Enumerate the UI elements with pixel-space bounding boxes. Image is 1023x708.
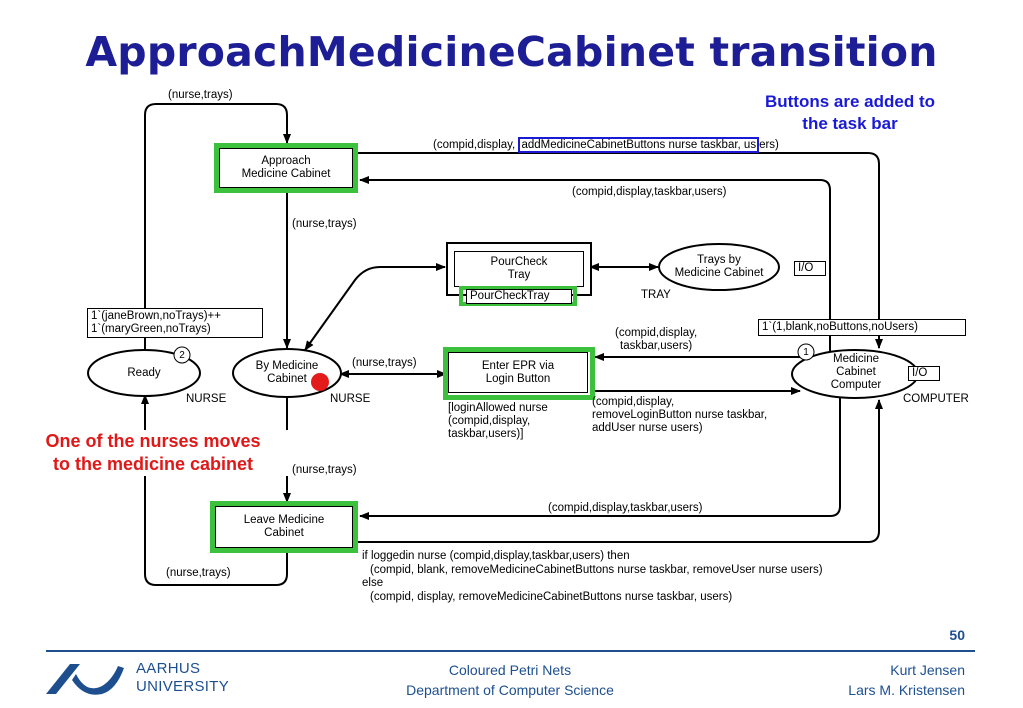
footer-center-2: Department of Computer Science [406,682,614,698]
by-cabinet-label-2: Cabinet [267,373,307,385]
place-trays [658,243,780,291]
page-number: 50 [949,627,965,643]
footer-divider [46,650,975,652]
computer-type: COMPUTER [903,393,969,405]
arc-label-computer-to-enter: (compid,display, taskbar,users) [615,327,697,353]
footer-authors: Kurt Jensen Lars M. Kristensen [848,660,965,700]
note-red-2: to the medicine cabinet [52,454,254,474]
trays-label-2: Medicine Cabinet [674,267,764,279]
ready-marking: 1`(janeBrown,noTrays)++ 1`(maryGreen,noT… [87,308,263,338]
computer-count-circle [797,343,815,361]
computer-count: 1 [803,347,809,358]
arc-ready-to-approach [144,103,291,352]
approach-label-2: Medicine Cabinet [241,168,331,180]
trays-io: I/O [794,261,826,276]
footer-right-2: Lars M. Kristensen [848,682,965,698]
note-blue-2: the task bar [802,114,898,133]
arc-label-leave-to-ready: (nurse,trays) [166,567,231,579]
arc-computer-to-leave [359,396,841,520]
arc-label-approach-to-computer: (compid,display, addMedicineCabinetButto… [433,137,779,153]
pourcheck-tag: PourCheckTray [466,289,572,304]
footer-course: Coloured Petri Nets Department of Comput… [360,660,660,700]
arc-label-leave-to-computer: if loggedin nurse (compid,display,taskba… [362,550,823,604]
enter-guard-3: taskbar,users)] [448,428,524,440]
enter-label-2: Login Button [485,372,551,385]
transition-enter-highlight [443,347,595,400]
place-ready [87,349,201,397]
uni-line1: AARHUS [136,660,201,677]
enter-guard-1: [loginAllowed nurse [448,402,548,414]
place-by-cabinet-label: By Medicine Cabinet [247,360,327,386]
arc-label-a2c-highlight: addMedicineCabinetButtons nurse taskbar,… [518,137,760,153]
l2c-line3: else [362,577,384,589]
ready-marking-2: 1`(maryGreen,noTrays) [91,323,211,335]
ready-count: 2 [179,350,185,361]
place-computer-label: Medicine Cabinet Computer [815,353,897,392]
by-cabinet-type: NURSE [330,393,371,405]
computer-label-3: Computer [830,379,882,391]
trays-label-1: Trays by [697,254,741,266]
l2c-line4: (compid, display, removeMedicineCabinetB… [370,590,733,603]
pourcheck-tag-highlight [459,286,577,306]
computer-marking: 1`(1,blank,noButtons,noUsers) [758,319,966,336]
uni-line2: UNIVERSITY [136,678,230,695]
enter-guard-2: (compid,display, [448,415,531,427]
enter-guard: [loginAllowed nurse (compid,display, tas… [448,402,548,441]
arc-label-a2c-suffix: ers) [759,139,779,151]
ready-count-circle [173,346,191,364]
note-red-1: One of the nurses moves [45,431,261,451]
arc-computer-to-approach [359,176,831,352]
arc-leave-to-computer [357,399,883,543]
arc-label-computer-to-leave: (compid,display,taskbar,users) [548,502,703,514]
ready-type: NURSE [186,393,227,405]
arc-label-enter-to-computer: (compid,display, removeLoginButton nurse… [592,396,767,435]
arc-leave-to-ready [141,394,288,586]
arc-label-by-to-enter: (nurse,trays) [352,357,417,369]
arc-label-approach-to-by: (nurse,trays) [292,218,357,230]
arc-label-by-to-leave: (nurse,trays) [292,464,357,476]
arc-by-to-pourcheck [304,263,446,351]
ready-marking-1: 1`(janeBrown,noTrays)++ [91,310,221,322]
computer-label-1: Medicine [832,353,880,365]
c2e-line2: taskbar,users) [620,340,693,352]
trays-type: TRAY [641,289,671,301]
note-buttons-added: Buttons are added to the task bar [730,91,970,135]
place-trays-label: Trays by Medicine Cabinet [669,254,769,280]
aarhus-logo-icon [46,664,124,695]
note-nurse-moves: One of the nurses moves to the medicine … [18,430,288,476]
c2e-line1: (compid,display, [615,327,698,339]
arc-label-computer-to-approach: (compid,display,taskbar,users) [572,186,727,198]
transition-leave[interactable]: Leave Medicine Cabinet [215,506,353,548]
enter-label-1: Enter EPR via [481,359,555,372]
note-blue-1: Buttons are added to [764,92,935,111]
transition-enter-epr[interactable]: Enter EPR via Login Button [448,352,588,393]
university-name: AARHUS UNIVERSITY [136,660,229,696]
leave-label-1: Leave Medicine [243,514,325,526]
transition-leave-highlight [210,501,358,553]
l2c-line1: if loggedin nurse (compid,display,taskba… [362,550,630,562]
arc-label-a2c-prefix: (compid,display, [433,139,516,151]
leave-label-2: Cabinet [264,527,304,539]
pourcheck-label-2: Tray [507,269,531,281]
slide-title: ApproachMedicineCabinet transition [85,28,938,76]
transition-approach-highlight [214,143,358,193]
approach-label-1: Approach [261,155,311,167]
pourcheck-label-1: PourCheck [490,256,548,268]
place-ready-label: Ready [127,367,161,379]
footer-right-1: Kurt Jensen [890,662,965,678]
e2c-line2: removeLoginButton nurse taskbar, [592,409,768,421]
footer-center-1: Coloured Petri Nets [448,662,572,678]
computer-label-2: Cabinet [836,366,876,378]
e2c-line3: addUser nurse users) [592,422,703,434]
computer-io: I/O [908,366,940,381]
by-cabinet-label-1: By Medicine [255,360,319,372]
arc-approach-to-computer [357,152,883,349]
l2c-line2: (compid, blank, removeMedicineCabinetBut… [370,563,823,576]
transition-approach[interactable]: Approach Medicine Cabinet [219,148,353,188]
e2c-line1: (compid,display, [592,396,675,408]
moving-token [311,373,329,391]
arc-label-top-nurse: (nurse,trays) [168,89,233,101]
